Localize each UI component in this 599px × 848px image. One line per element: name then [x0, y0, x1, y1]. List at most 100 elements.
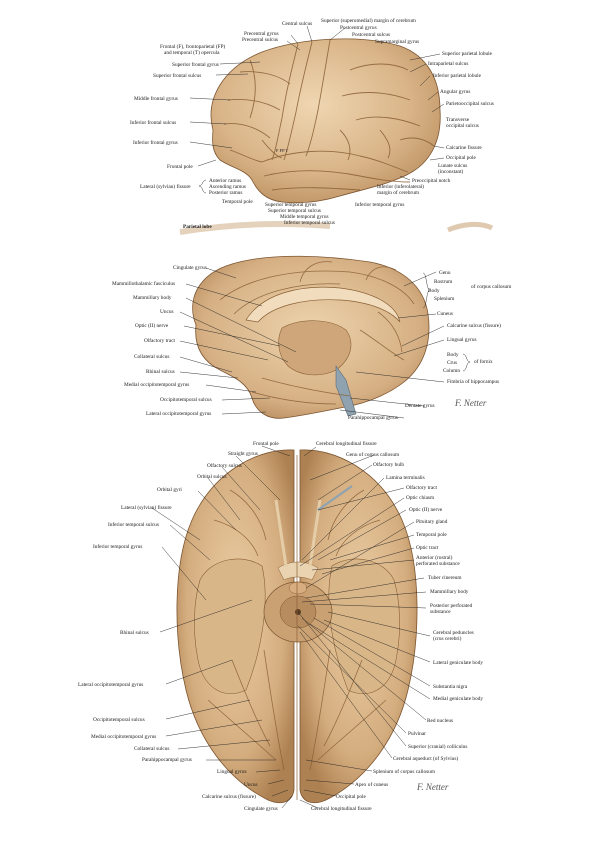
label-inferior-temporal-gyrus: Inferior temporal gyrus [355, 202, 405, 208]
label-calcarine-sulcus-inf: Calcarine sulcus (fissure) [202, 794, 256, 800]
label-rhinal-sulcus-inf: Rhinal sulcus [120, 630, 149, 636]
label-supramarginal-gyrus: Supramarginal gyrus [375, 39, 420, 45]
label-parahippocampal-gyrus: Parahippocampal gyrus [348, 415, 398, 421]
netter-signature-inferior: F. Netter [417, 782, 449, 792]
label-middle-temporal-gyrus: Middle temporal gyrus [280, 214, 329, 220]
label-anterior-ramus: Anterior ramus [209, 178, 242, 184]
label-posterior-ramus: Posterior ramus [209, 190, 243, 196]
label-posterior-perforated-1: Posterior perforated [430, 603, 473, 609]
label-uncus: Uncus [160, 309, 174, 315]
label-fimbria: Fimbria of hippocampus [447, 379, 500, 385]
label-lateral-geniculate: Lateral geniculate body [433, 660, 484, 666]
label-medial-geniculate: Medial geniculate body [433, 696, 484, 702]
label-optic-tract: Optic tract [416, 545, 439, 551]
label-mammillary-body: Mammillary body [133, 295, 172, 301]
label-superior-parietal-lobule: Superior parietal lobule [442, 51, 493, 57]
label-transverse-occipital-2: occipital sulcus [446, 123, 479, 129]
label-inferior-temporal-gyrus-inf: Inferior temporal gyrus [93, 544, 143, 550]
label-cuneus: Cuneus [437, 311, 453, 317]
label-medial-occipitotemporal: Medial occipitotemporal gyrus [124, 382, 190, 388]
label-lunate-sulcus-2: (inconstant) [438, 169, 464, 175]
label-cingulate-gyrus: Cingulate gyrus [173, 265, 207, 271]
label-transverse-occipital-1: Transverse [446, 117, 470, 123]
label-opercula-2: and temporal (T) opercula [164, 50, 220, 56]
label-cerebral-peduncles-2: (crus cerebri) [433, 636, 462, 642]
label-collateral-sulcus-inf: Collateral sulcus [134, 746, 170, 752]
label-superior-temporal-gyrus: Superior temporal gyrus [265, 202, 317, 208]
label-splenium-inf: Splenium of corpus callosum [373, 769, 435, 775]
label-of-fornix: of fornix [474, 359, 493, 365]
medial-brain-illustration [192, 255, 430, 419]
label-inferior-frontal-sulcus: Inferior frontal sulcus [130, 120, 177, 126]
label-cerebral-peduncles-1: Cerebral peduncles [433, 630, 474, 636]
label-apex-cuneus: Apex of cuneus [355, 782, 389, 788]
label-olfactory-tract-inf: Olfactory tract [406, 485, 438, 491]
label-lingual-gyrus: Lingual gyrus [447, 337, 477, 343]
label-occipitotemporal-sulcus-inf: Occipitotemporal sulcus [93, 717, 145, 723]
label-angular-gyrus: Angular gyrus [440, 89, 471, 95]
label-medial-occipitotemporal-inf: Medial occipitotemporal gyrus [91, 734, 157, 740]
label-temporal-pole: Temporal pole [222, 199, 253, 205]
label-superior-frontal-sulcus: Superior frontal sulcus [153, 73, 202, 79]
label-of-corpus-callosum: of corpus callosum [471, 284, 512, 290]
label-orbital-gyri: Orbital gyri [157, 487, 182, 493]
label-lateral-occipitotemporal-inf: Lateral occipitotemporal gyrus [78, 682, 144, 688]
label-frontal-pole-inf: Frontal pole [253, 441, 279, 447]
label-cerebral-longitudinal-fissure-bottom: Cerebral longitudinal fissure [311, 806, 372, 812]
label-olfactory-bulb: Olfactory bulb [373, 462, 405, 468]
label-postcentral-gyrus: Postcentral gyrus [340, 25, 377, 31]
label-column: Column [443, 368, 461, 374]
label-calcarine-sulcus: Calcarine sulcus (fissure) [447, 323, 501, 329]
label-precentral-gyrus: Precentral gyrus [244, 31, 279, 37]
label-temporal-pole-inf: Temporal pole [416, 532, 447, 538]
label-pulvinar: Pulvinar [408, 731, 426, 737]
label-collateral-sulcus: Collateral sulcus [134, 354, 170, 360]
label-superior-frontal-gyrus: Superior frontal gyrus [172, 62, 219, 68]
label-occipitotemporal-sulcus: Occipitotemporal sulcus [160, 397, 212, 403]
label-splenium: Splenium [434, 296, 455, 302]
fornix-brace [462, 353, 471, 372]
label-postcentral-sulcus: Postcentral sulcus [352, 32, 391, 38]
label-olfactory-tract: Olfactory tract [144, 338, 176, 344]
label-anterior-perforated-2: perforated substance [416, 561, 460, 567]
label-lateral-fissure-inf: Lateral (sylvian) fissure [121, 505, 172, 511]
label-middle-frontal-gyrus: Middle frontal gyrus [134, 96, 178, 102]
label-central-sulcus: Central sulcus [282, 21, 313, 27]
label-lingual-gyrus-inf: Lingual gyrus [217, 769, 247, 775]
label-optic-nerve: Optic (II) nerve [135, 323, 169, 329]
corpus-callosum-brace [422, 272, 431, 309]
label-inferior-frontal-gyrus: Inferior frontal gyrus [133, 140, 178, 146]
label-cingulate-gyrus-inf: Cingulate gyrus [244, 806, 278, 812]
label-dentate-gyrus: Dentate gyrus [405, 403, 435, 409]
label-lateral-fissure: Lateral (sylvian) fissure [140, 184, 191, 190]
label-lamina-terminalis: Lamina terminalis [386, 475, 425, 481]
label-parietal-lobe: Parietal lobe [183, 224, 212, 230]
lateral-fissure-brace [198, 179, 207, 194]
label-lateral-occipitotemporal: Lateral occipitotemporal gyrus [146, 411, 212, 417]
label-optic-nerve-inf: Optic (II) nerve [409, 507, 443, 513]
label-superior-margin: Superior (superomedial) margin of cerebr… [321, 18, 416, 24]
label-mammillothalamic: Mammillothalamic fasciculus [112, 281, 176, 287]
label-intraparietal-sulcus: Intraparietal sulcus [428, 61, 469, 67]
label-preoccipital-notch: Preoccipital notch [412, 178, 451, 184]
netter-signature-medial: F. Netter [455, 398, 487, 408]
label-red-nucleus: Red nucleus [427, 718, 454, 724]
label-olfactory-sulcus: Olfactory sulcus [207, 463, 242, 469]
label-optic-chiasm: Optic chiasm [406, 495, 435, 501]
lateral-brain-illustration [179, 38, 494, 235]
label-genu-cc: Genu of corpus callosum [346, 452, 400, 458]
label-straight-gyrus: Straight gyrus [228, 451, 258, 457]
label-ascending-ramus: Ascending ramus [209, 184, 246, 190]
label-cerebral-longitudinal-fissure-top: Cerebral longitudinal fissure [316, 441, 377, 447]
label-inferior-temporal-sulcus-inf: Inferior temporal sulcus [108, 522, 159, 528]
label-crus: Crus [447, 360, 458, 366]
lateral-leader-lines [189, 25, 445, 181]
label-calcarine-fissure: Calcarine fissure [446, 145, 482, 151]
label-cerebral-aqueduct: Cerebral aqueduct (of Sylvius) [393, 756, 459, 762]
label-parahippocampal-gyrus-inf: Parahippocampal gyrus [142, 757, 192, 763]
label-body-fornix: Body [447, 352, 459, 358]
inferior-brain-illustration [176, 449, 418, 804]
label-inferior-parietal-lobule: Inferior parietal lobule [433, 73, 481, 79]
